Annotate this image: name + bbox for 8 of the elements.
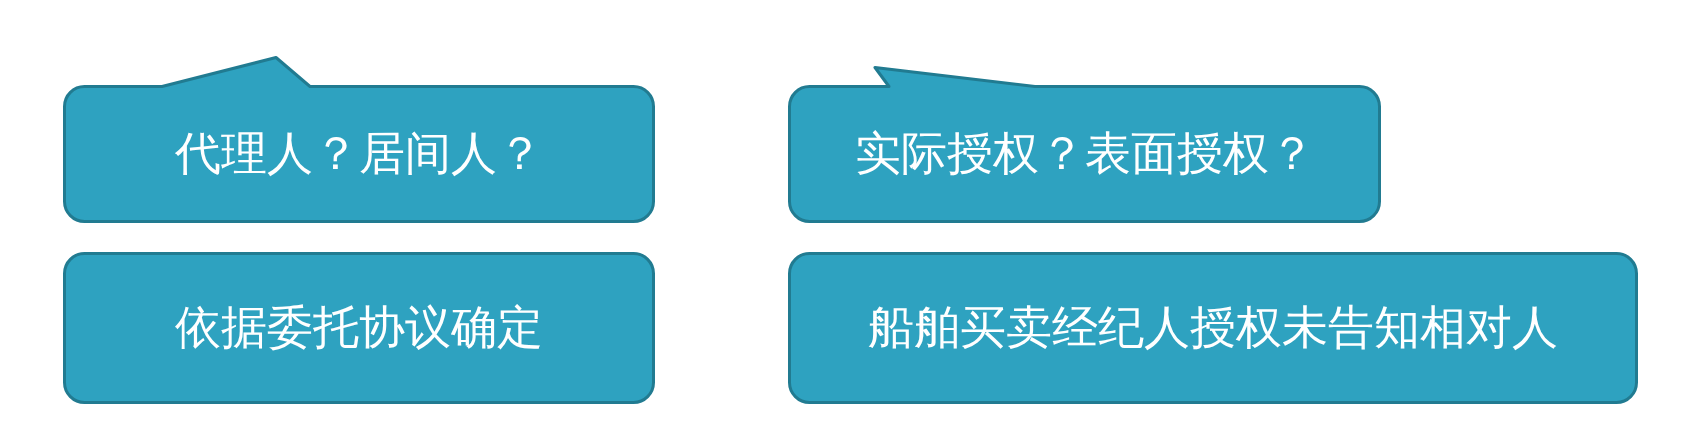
node-text: 实际授权？表面授权？ (854, 126, 1315, 182)
node-text: 船舶买卖经纪人授权未告知相对人 (868, 300, 1558, 356)
rounded-box (788, 252, 1638, 404)
rounded-box (63, 252, 655, 404)
speech-bubble (788, 66, 1381, 223)
node-text: 代理人？居间人？ (175, 126, 543, 182)
node-text: 依据委托协议确定 (175, 300, 543, 356)
speech-bubble (63, 56, 655, 223)
